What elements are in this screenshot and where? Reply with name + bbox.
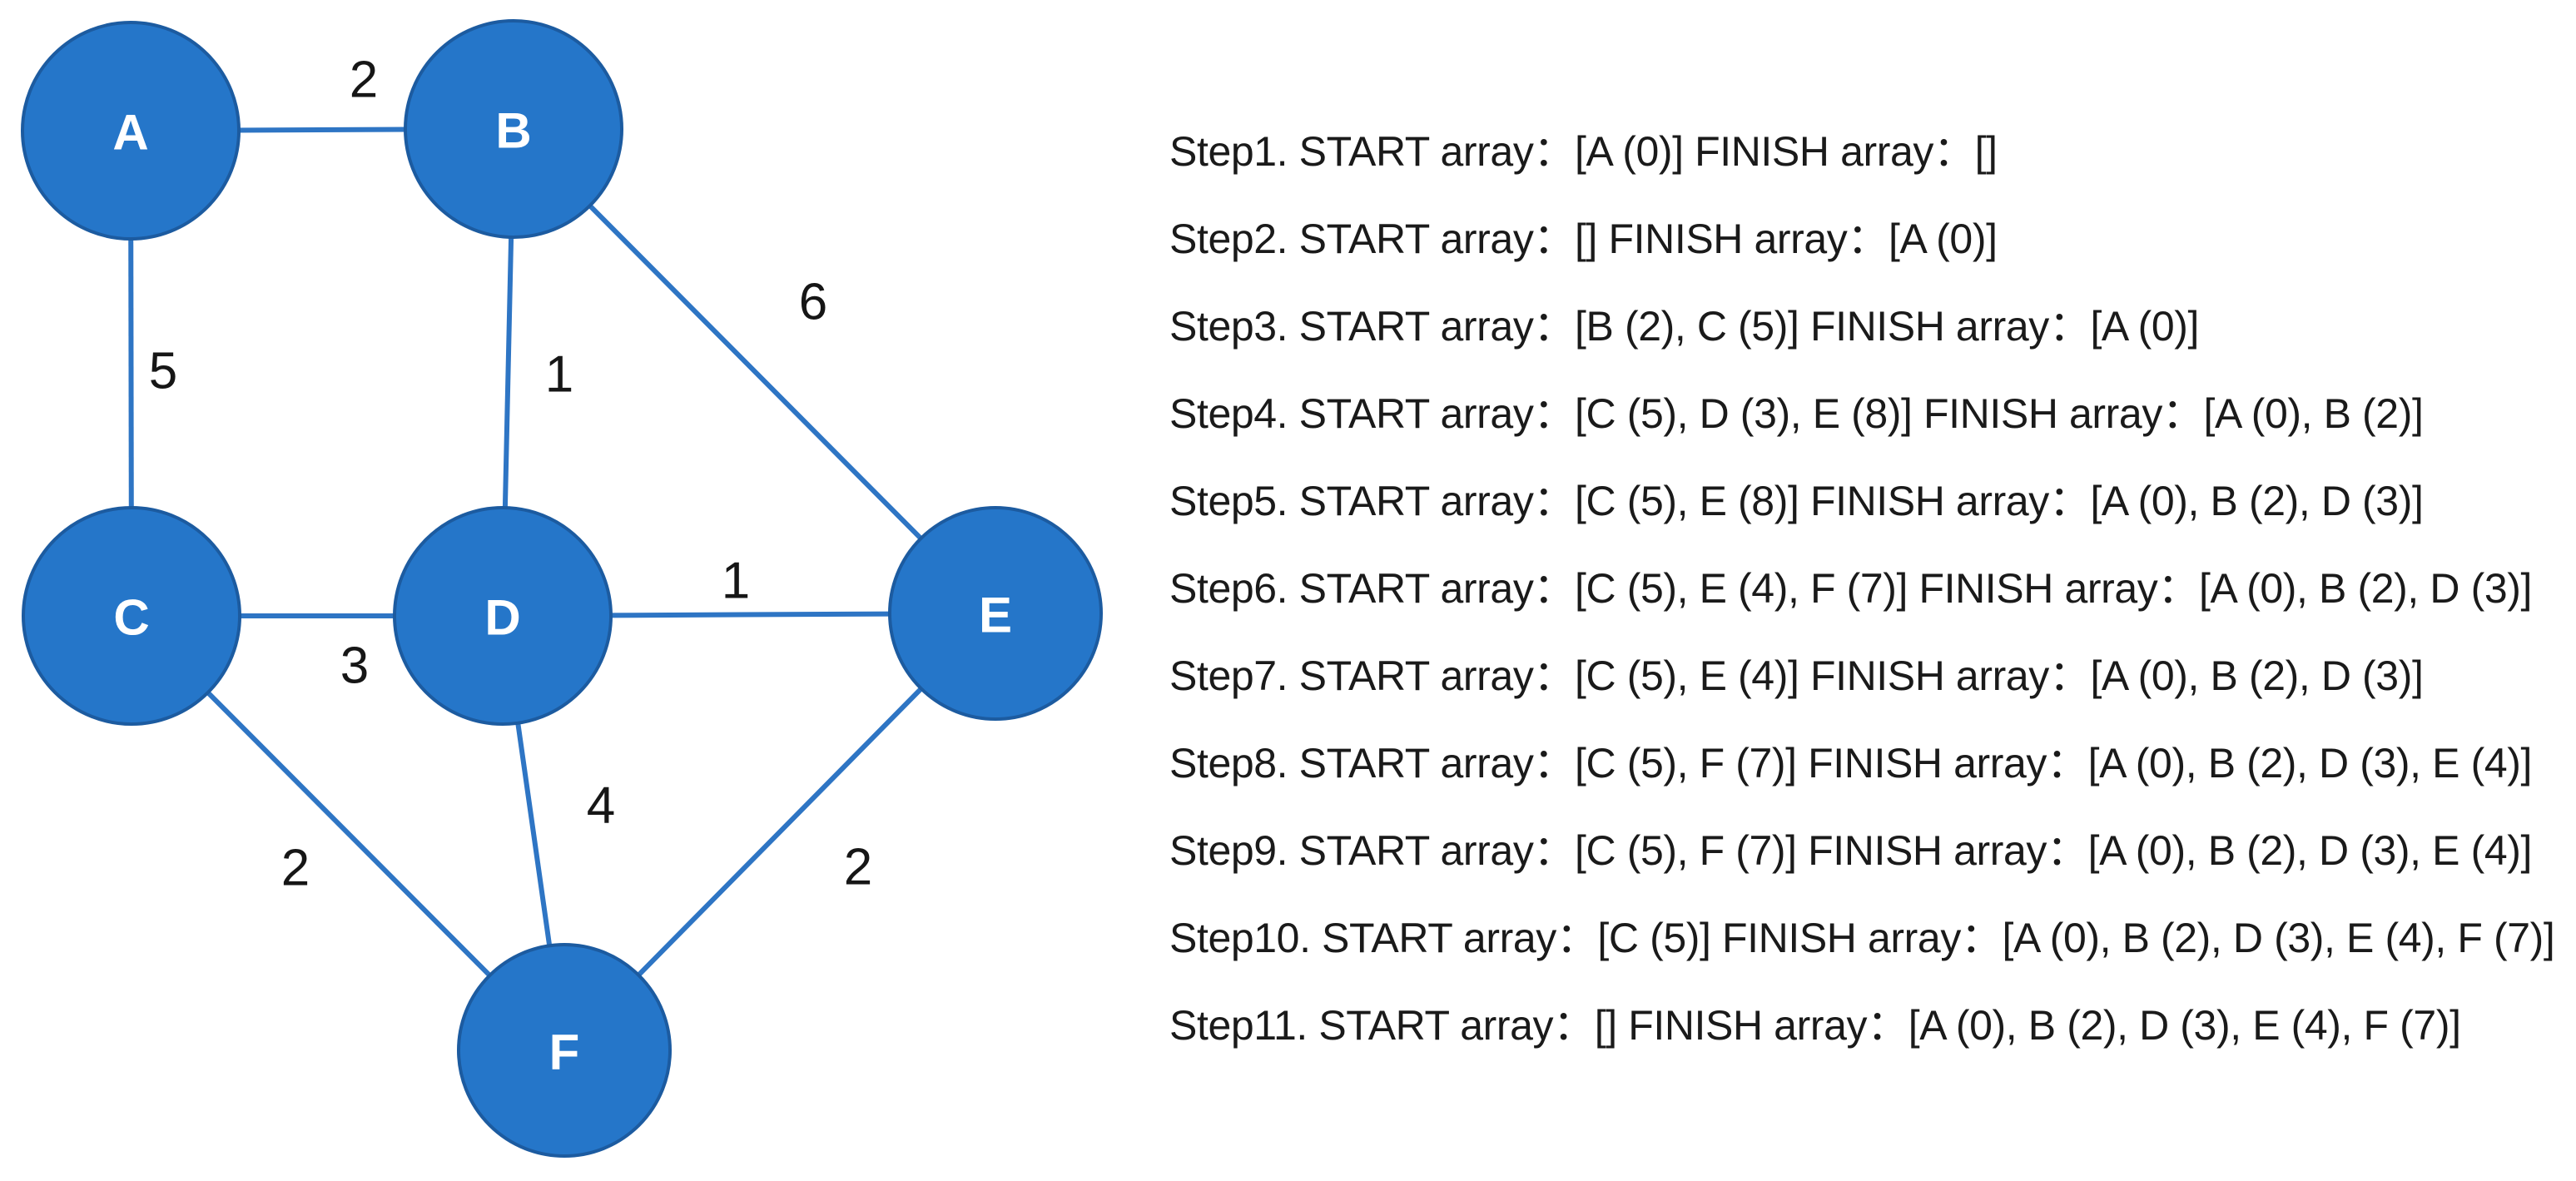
edge-weight-d-f: 4: [587, 777, 615, 835]
algorithm-step-line-8: Step8. START array：[C (5), F (7)] FINISH…: [1169, 740, 2532, 787]
graph-edge-d-e: [608, 611, 893, 618]
node-label-e: E: [979, 588, 1012, 643]
algorithm-step-line-6: Step6. START array：[C (5), E (4), F (7)]…: [1169, 565, 2532, 612]
graph-node-d[interactable]: D: [393, 506, 613, 726]
graph-edge-c-f: [204, 688, 494, 980]
graph-node-c[interactable]: C: [22, 506, 241, 726]
graph-edge-a-b: [236, 127, 409, 133]
graph-edge-d-f: [514, 720, 553, 949]
algorithm-step-line-4: Step4. START array：[C (5), D (3), E (8)]…: [1169, 390, 2424, 437]
graph-edge-e-f: [634, 685, 926, 979]
node-label-b: B: [495, 103, 531, 159]
algorithm-step-line-7: Step7. START array：[C (5), E (4)] FINISH…: [1169, 653, 2424, 699]
algorithm-step-line-3: Step3. START array：[B (2), C (5)] FINISH…: [1169, 303, 2200, 350]
edge-weight-a-c: 5: [149, 343, 177, 400]
graph-edges: [128, 127, 926, 980]
algorithm-step-line-11: Step11. START array：[] FINISH array：[A (…: [1169, 1002, 2461, 1049]
edge-weight-e-f: 2: [844, 839, 872, 896]
algorithm-step-line-9: Step9. START array：[C (5), F (7)] FINISH…: [1169, 827, 2532, 874]
node-label-f: F: [549, 1025, 580, 1080]
edge-weight-b-d: 1: [545, 346, 573, 404]
graph-edge-a-c: [128, 236, 134, 511]
algorithm-step-line-5: Step5. START array：[C (5), E (8)] FINISH…: [1169, 478, 2424, 524]
node-circle-c[interactable]: [22, 506, 241, 726]
graph-nodes: A B C D E F: [21, 19, 1103, 1158]
node-label-d: D: [484, 590, 520, 646]
algorithm-step-line-10: Step10. START array：[C (5)] FINISH array…: [1169, 915, 2555, 961]
graph-node-a[interactable]: A: [21, 21, 241, 241]
graph-node-f[interactable]: F: [457, 943, 672, 1158]
algorithm-steps-list: Step1. START array：[A (0)] FINISH array：…: [1169, 108, 2576, 1069]
graph-edge-b-e: [586, 201, 925, 543]
edge-weight-c-d: 3: [340, 638, 369, 695]
weighted-graph-panel: A B C D E F 2 5 1 6 3 1 2 4 2: [0, 0, 1165, 1181]
edge-weight-a-b: 2: [350, 52, 378, 109]
edge-weight-b-e: 6: [799, 274, 827, 331]
node-circle-b[interactable]: [404, 19, 623, 239]
node-circle-d[interactable]: [393, 506, 613, 726]
edge-weight-d-e: 1: [722, 553, 750, 610]
graph-edge-weights: 2 5 1 6 3 1 2 4 2: [149, 52, 872, 897]
node-circle-e[interactable]: [888, 506, 1103, 721]
node-circle-f[interactable]: [457, 943, 672, 1158]
edge-weight-c-f: 2: [281, 840, 310, 897]
algorithm-step-line-2: Step2. START array：[] FINISH array：[A (0…: [1169, 216, 1998, 262]
node-circle-a[interactable]: [21, 21, 241, 241]
algorithm-step-line-1: Step1. START array：[A (0)] FINISH array：…: [1169, 128, 1998, 175]
graph-svg: A B C D E F 2 5 1 6 3 1 2 4 2: [21, 19, 1103, 1158]
algorithm-steps-panel: Step1. START array：[A (0)] FINISH array：…: [1169, 0, 2576, 1181]
graph-node-b[interactable]: B: [404, 19, 623, 239]
graph-node-e[interactable]: E: [888, 506, 1103, 721]
node-label-c: C: [113, 590, 149, 646]
node-label-a: A: [112, 105, 148, 161]
graph-edge-b-d: [502, 234, 514, 511]
